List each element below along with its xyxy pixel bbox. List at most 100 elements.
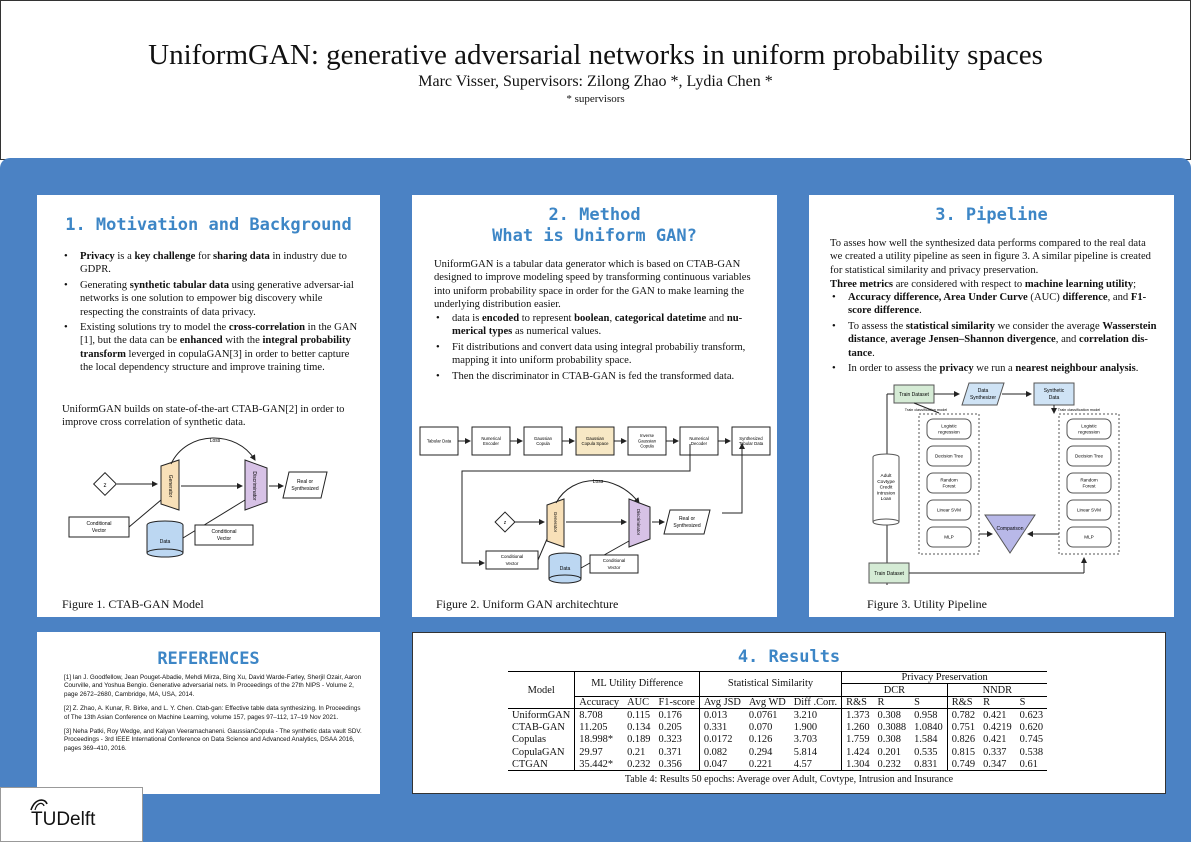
- pipeline-box-label: Encoder: [483, 441, 500, 446]
- table-cell: 0.126: [748, 734, 773, 746]
- text-segment: in the GAN [1], but the data can be: [80, 322, 358, 347]
- data-synth-label: Data: [978, 388, 989, 394]
- text-segment: Generating: [80, 279, 130, 291]
- text-segment: as numerical values.: [512, 326, 602, 338]
- loss-label: Loss: [210, 438, 221, 444]
- pipeline-box-label: Copula Space: [582, 441, 610, 446]
- results-title: 4. Results: [737, 647, 841, 667]
- synthetic-data-label: Synthetic: [1044, 388, 1065, 394]
- table-cell: 0.749: [946, 758, 980, 771]
- model-label: Decision Tree: [1075, 454, 1104, 459]
- cond-vector-label: Conditional: [211, 529, 236, 535]
- pipeline-box: [523, 426, 563, 456]
- table-cell: 0.61: [1019, 758, 1038, 770]
- pipeline-box-label: Numerical: [481, 436, 500, 441]
- table-cell: 0.232: [627, 758, 651, 770]
- column-header: Avg WD: [748, 696, 786, 708]
- synthesized-label: Synthesized: [673, 523, 700, 529]
- tudelft-logo-graphic: TUDelft: [30, 799, 96, 830]
- cond-vector-label: Vector: [92, 528, 107, 534]
- references-list: [1] Ian J. Goodfellow, Jean Pouget-Abadi…: [64, 674, 362, 759]
- bold-text: F1-score difference: [848, 292, 1147, 317]
- bold-text: correlation dis-tance: [848, 334, 1148, 359]
- pipeline-box: [731, 426, 771, 456]
- motivation-title: 1. Motivation and Background: [65, 215, 352, 235]
- cond-vector-label: Conditional: [603, 558, 626, 563]
- table-cell: 0.337: [983, 746, 1007, 758]
- references-panel: REFERENCES [1] Ian J. Goodfellow, Jean P…: [37, 632, 380, 794]
- method-bullets: data is encoded to represent boolean, ca…: [434, 312, 758, 385]
- motivation-panel: 1. Motivation and Background Privacy is …: [37, 195, 380, 617]
- bold-text: Three metrics: [830, 279, 894, 290]
- column-header: S: [914, 696, 920, 708]
- table-cell: 0.0172: [698, 733, 745, 746]
- reference-item: [1] Ian J. Goodfellow, Jean Pouget-Abadi…: [64, 674, 362, 698]
- cond-vector-label: Vector: [608, 565, 621, 570]
- table-cell: 0.134: [627, 721, 651, 733]
- poster-header: UniformGAN: generative adversarial netwo…: [0, 0, 1191, 160]
- cond-vector-node-2: [194, 524, 254, 546]
- dcr-header: DCR: [841, 683, 948, 697]
- table-cell: 0.013: [698, 708, 745, 722]
- table-cell: 0.4219: [983, 721, 1012, 733]
- table-cell: 5.814: [793, 746, 818, 758]
- synthesized-label: Synthesized: [291, 486, 318, 492]
- motivation-bullet: Generating synthetic tabular data using …: [62, 279, 362, 319]
- table-cell: 0.815: [946, 745, 980, 759]
- text-segment: .: [919, 305, 922, 317]
- data-synth-label: Synthesizer: [970, 395, 996, 401]
- model-name-cell: UniformGAN: [512, 709, 571, 721]
- model-label: Train classification model: [905, 408, 948, 412]
- table-cell: 0.294: [748, 746, 773, 758]
- method-title-line1: 2. Method: [548, 205, 641, 225]
- synthetic-data-node: [1033, 382, 1075, 406]
- table-cell: 0.070: [748, 721, 773, 733]
- model-label: MLP: [1084, 535, 1093, 540]
- pipeline-box: [627, 426, 667, 456]
- poster-title: UniformGAN: generative adversarial netwo…: [148, 39, 1043, 71]
- text-segment: In order to assess the: [848, 363, 940, 375]
- model-label: Decision Tree: [935, 454, 964, 459]
- real-or-label: Real or: [679, 516, 695, 522]
- table-cell: 0.308: [877, 709, 901, 721]
- ctab-gan-diagram: z Generator Discriminator Real or Synthe…: [68, 437, 328, 558]
- generator-label: Generator: [553, 512, 558, 533]
- reference-item: [2] Z. Zhao, A. Kunar, R. Birke, and L. …: [64, 705, 361, 721]
- cond-vector-node: [68, 516, 130, 538]
- figure2-caption: Figure 2. Uniform GAN architechture: [436, 597, 619, 611]
- datasets-cylinder: [872, 518, 900, 526]
- pipeline-panel: 3. Pipeline To asses how well the synthe…: [809, 195, 1174, 617]
- table-cell: 29.97: [574, 745, 624, 759]
- real-synth-node: [663, 509, 711, 535]
- train-dataset-label: Train Dataset: [899, 392, 929, 398]
- synthetic-data-label: Data: [1049, 395, 1060, 401]
- model-node: [1066, 472, 1112, 494]
- table-cell: 8.708: [574, 708, 624, 722]
- text-segment: we run a: [973, 363, 1016, 375]
- table-cell: 1.304: [841, 758, 874, 771]
- text-segment: for: [195, 251, 214, 262]
- text-segment: (AUC): [1027, 292, 1063, 303]
- pipeline-paragraph: To asses how well the synthesized data p…: [830, 238, 1151, 276]
- discriminator-shape: [628, 498, 651, 548]
- poster-affiliation: * supervisors: [566, 93, 625, 105]
- pipeline-box: [679, 426, 719, 456]
- table-cell: 0.356: [658, 758, 682, 770]
- table-cell: 1.260: [841, 721, 874, 734]
- model-name-cell: CopulaGAN: [512, 746, 565, 758]
- table-cell: 1.0840: [914, 721, 943, 733]
- column-header: R&S: [841, 696, 874, 709]
- model-label: regression: [938, 429, 960, 434]
- pipeline-lead: Three metrics are considered with respec…: [830, 278, 1160, 291]
- model-name-cell: Copulas: [512, 734, 547, 746]
- cond-vector-label: Conditional: [86, 521, 111, 527]
- table-cell: 0.745: [1019, 734, 1044, 746]
- motivation-paragraph: UniformGAN builds on state-of-the-art CT…: [62, 404, 345, 429]
- pipeline-box-label: Tabular Data: [739, 441, 764, 446]
- pipeline-box-label: Inverse: [640, 433, 655, 438]
- table-cell: 0.0761: [748, 709, 778, 721]
- bold-text: nu-merical types: [452, 313, 743, 338]
